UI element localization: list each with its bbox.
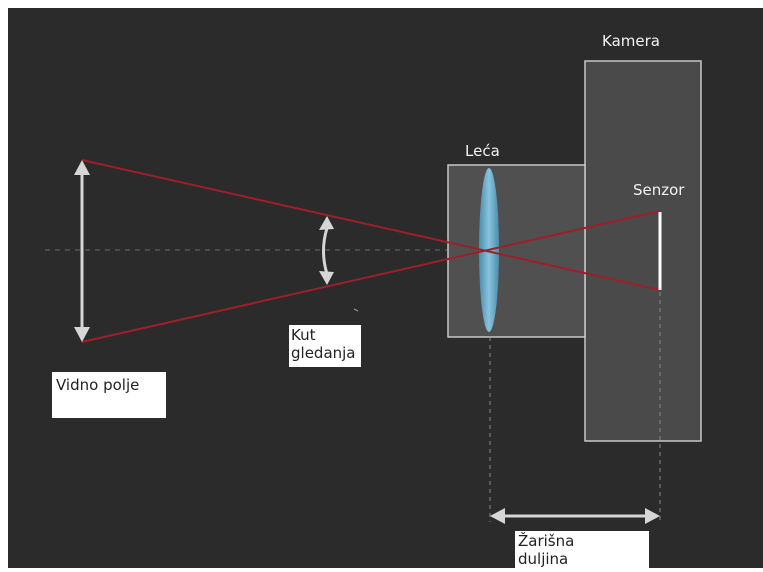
lens-label: Leća	[465, 142, 500, 160]
angle-of-view-arrow	[319, 216, 334, 285]
field-of-view-label: Vidno polje	[52, 372, 166, 418]
label-tick	[353, 308, 359, 312]
sensor-label: Senzor	[633, 181, 685, 199]
camera-body	[584, 60, 702, 442]
lower-ray	[81, 210, 661, 343]
field-of-view-arrow	[74, 160, 90, 342]
camera-label: Kamera	[602, 32, 660, 50]
angle-of-view-label: Kut gledanja	[289, 325, 361, 367]
lens-housing	[447, 164, 586, 338]
focal-length-arrow	[490, 508, 660, 524]
focal-length-label: Žarišna duljina	[515, 531, 649, 572]
upper-ray	[81, 159, 661, 291]
